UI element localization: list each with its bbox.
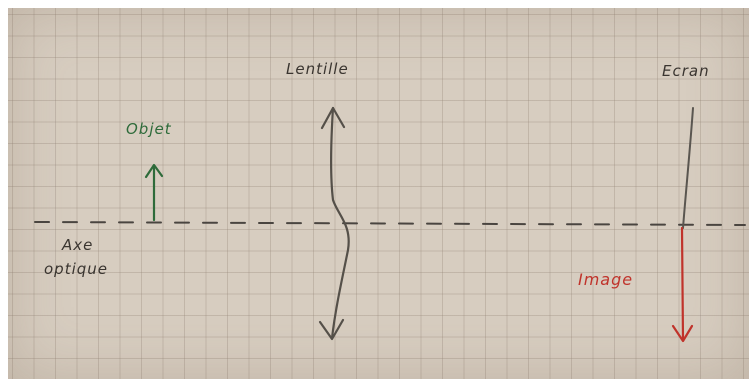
lens-label: Lentille: [286, 60, 349, 78]
lens-bottom-arrowhead: [318, 318, 345, 341]
screen-label: Ecran: [662, 62, 710, 80]
screen-line: [682, 107, 694, 229]
lens-top-arrowhead: [320, 106, 346, 130]
lens-line: [330, 106, 350, 340]
optical-axis-label-line1: Axe: [62, 236, 94, 254]
optical-axis-label-line2: optique: [44, 260, 109, 278]
object-label: Objet: [126, 120, 172, 138]
image-label: Image: [578, 270, 634, 289]
image-arrowhead: [671, 324, 694, 343]
grid-paper: [8, 8, 749, 379]
object-arrowhead: [144, 163, 164, 179]
image-arrow-shaft: [680, 226, 685, 342]
optical-axis: [34, 221, 746, 226]
